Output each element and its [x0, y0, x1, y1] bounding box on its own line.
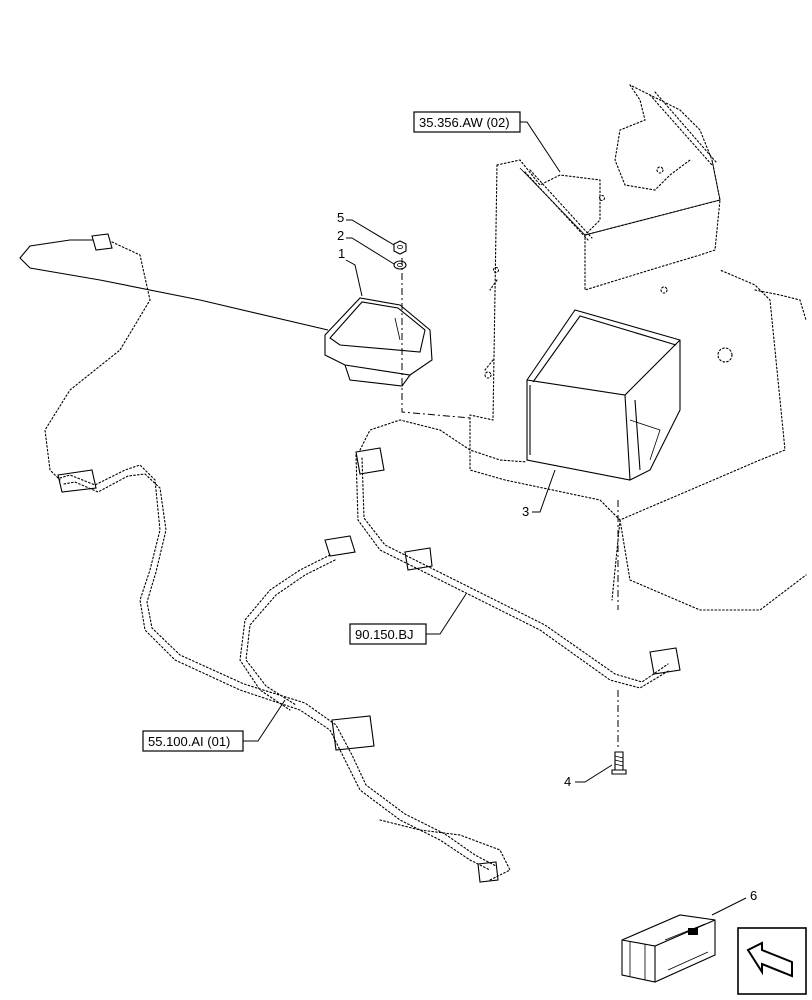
view-direction-arrow-icon[interactable] [737, 927, 807, 995]
part-3-cover [526, 309, 681, 481]
part-4-bolt [611, 751, 627, 775]
axis-line-fastener [401, 258, 471, 419]
device-cable-connector [91, 233, 113, 251]
leader-harness-left [243, 699, 286, 742]
callout-3[interactable]: 3 [522, 504, 529, 519]
harness-connector-loop [44, 241, 151, 481]
callout-6[interactable]: 6 [750, 888, 757, 903]
callout-4[interactable]: 4 [564, 774, 571, 789]
callout-5[interactable]: 5 [337, 210, 344, 225]
ref-label-harness-left[interactable]: 55.100.AI (01) [142, 730, 244, 752]
callout-2[interactable]: 2 [337, 228, 344, 243]
device-cable [19, 239, 329, 331]
part-2-washer [393, 260, 407, 270]
leader-1 [345, 259, 363, 297]
kit-crate-icon [621, 914, 716, 983]
leader-4 [575, 764, 613, 783]
ref-label-harness-right[interactable]: 90.150.BJ [349, 623, 427, 645]
part-5-nut [393, 240, 407, 255]
ref-label-harness-right-text: 90.150.BJ [355, 627, 414, 642]
part-1-device [324, 297, 433, 387]
ref-label-harness-left-text: 55.100.AI (01) [148, 734, 230, 749]
ref-label-cab-text: 35.356.AW (02) [419, 115, 510, 130]
cab-frame-outline [469, 84, 807, 611]
harness-left [57, 464, 511, 883]
leader-3 [532, 469, 556, 513]
callout-1[interactable]: 1 [338, 246, 345, 261]
ref-label-cab[interactable]: 35.356.AW (02) [413, 111, 521, 133]
harness-right [355, 419, 681, 689]
leader-cab [520, 121, 561, 173]
leader-harness-right [426, 593, 467, 635]
leader-5 [346, 219, 395, 246]
leader-6 [711, 897, 747, 916]
cab-top-strip [519, 91, 721, 241]
leader-2 [346, 237, 395, 265]
